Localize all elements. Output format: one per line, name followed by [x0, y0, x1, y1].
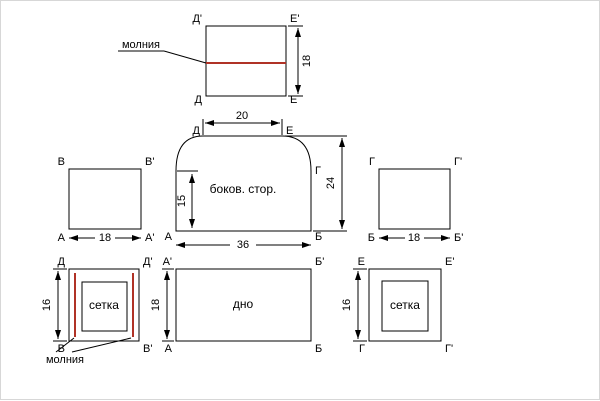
panel-name-label: дно	[233, 297, 254, 311]
panel-name-label: боков. стор.	[210, 182, 277, 196]
corner-label: Е	[290, 94, 297, 106]
dimension-label: 18	[150, 299, 162, 311]
dimension-label: 36	[237, 239, 249, 251]
dimension-label: 16	[341, 299, 353, 311]
corner-label: Е'	[445, 256, 454, 268]
left-mesh-group: сетка Д Д' В В' 16 молния	[41, 256, 153, 366]
right-mesh-inner-rect	[381, 280, 429, 332]
corner-label: Б	[315, 231, 322, 243]
right-square-group: Г Г' Б Б' 18	[368, 156, 464, 244]
leader-line	[71, 337, 132, 353]
dimension-label: 18	[408, 232, 420, 244]
corner-label: Г	[315, 165, 321, 177]
right-mesh-group: сетка Е Е' Г Г' 16	[341, 256, 454, 355]
corner-label: Г	[359, 343, 365, 355]
zipper-panel-rect	[205, 25, 287, 97]
zipper-callout-label: молния	[122, 39, 160, 51]
dimension-label: 18	[301, 55, 313, 67]
zipper-callout-label: молния	[46, 354, 84, 366]
corner-label: Д'	[192, 13, 202, 25]
corner-label: Б	[368, 232, 375, 244]
bottom-panel-group: дно А' Б' А Б 18	[150, 256, 324, 355]
panel-name-label: сетка	[89, 298, 119, 312]
leader-line	[163, 50, 207, 64]
corner-label: Е	[286, 125, 293, 137]
panel-name-label: сетка	[390, 298, 420, 312]
corner-label: В	[58, 156, 65, 168]
corner-label: Д	[193, 125, 201, 137]
corner-label: В'	[145, 156, 154, 168]
corner-label: А'	[145, 232, 154, 244]
side-panel-shape	[175, 135, 312, 232]
dimension-label: 16	[41, 299, 53, 311]
corner-label: Е'	[290, 13, 299, 25]
corner-label: А	[165, 343, 173, 355]
bottom-panel-rect	[175, 268, 312, 342]
corner-label: Г	[369, 156, 375, 168]
corner-label: А	[165, 231, 173, 243]
leader-line	[55, 337, 75, 353]
corner-label: Е	[358, 256, 365, 268]
dimension-label: 18	[99, 232, 111, 244]
corner-label: Б'	[454, 232, 463, 244]
corner-label: А	[58, 232, 66, 244]
corner-label: Б'	[315, 256, 324, 268]
corner-label: В'	[143, 343, 152, 355]
corner-label: Б	[315, 343, 322, 355]
zipper-panel-group: Д' Е' Д Е 18 молния	[118, 13, 313, 106]
dimension-label: 15	[176, 195, 188, 207]
right-square-rect	[378, 168, 451, 230]
left-square-group: В В' А А' 18	[58, 156, 155, 244]
corner-label: В	[58, 343, 65, 355]
corner-label: Д	[58, 256, 66, 268]
right-mesh-outer-rect	[368, 268, 442, 342]
left-mesh-inner-rect	[81, 281, 128, 332]
left-mesh-outer-rect	[68, 268, 140, 342]
corner-label: Г'	[445, 343, 453, 355]
left-square-rect	[68, 168, 142, 230]
dimension-label: 20	[236, 110, 248, 122]
corner-label: Д'	[143, 256, 153, 268]
corner-label: Г'	[454, 156, 462, 168]
corner-label: А'	[163, 256, 172, 268]
corner-label: Д	[195, 94, 203, 106]
dimension-label: 24	[325, 177, 337, 189]
side-panel-group: боков. стор. Д Е Г А Б 20 15 24 36	[165, 110, 347, 251]
